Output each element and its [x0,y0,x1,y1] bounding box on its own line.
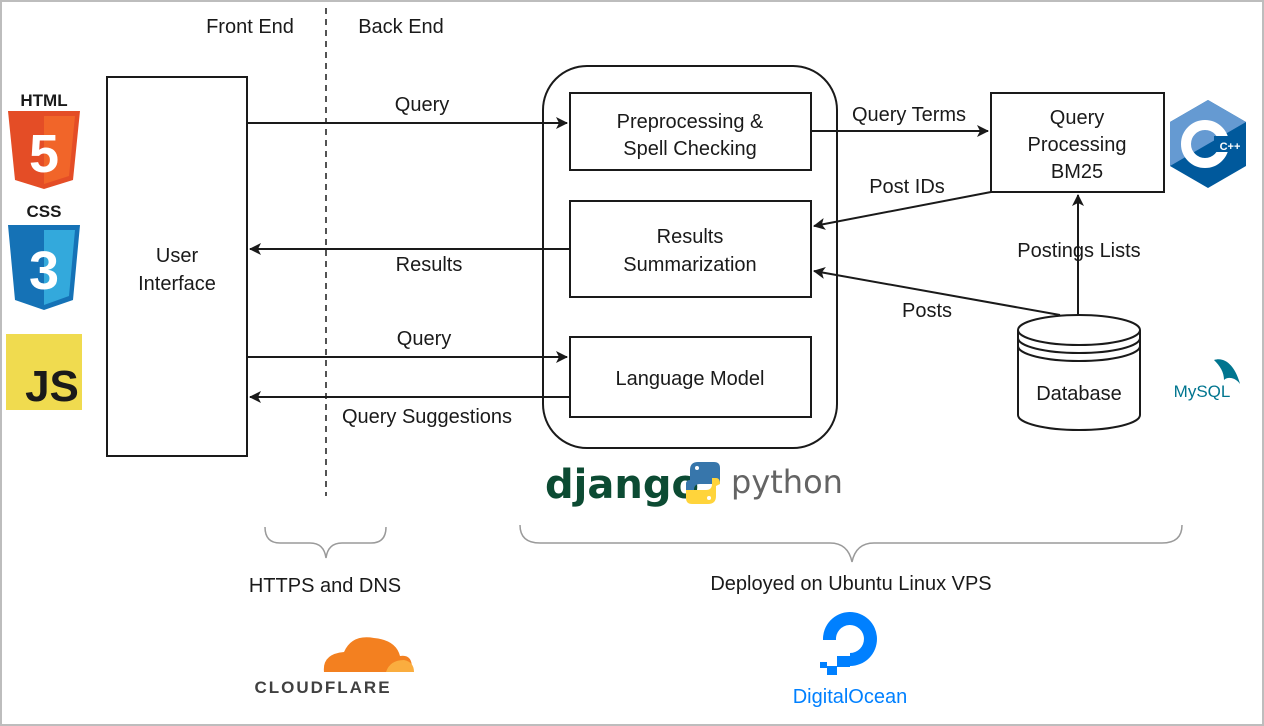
posts-label: Posts [902,300,952,322]
query-suggestions-label: Query Suggestions [342,406,512,428]
frontend-brace [264,526,387,559]
svg-text:HTML: HTML [20,91,67,110]
database-cylinder: Database [1017,314,1141,431]
svg-text:CLOUDFLARE: CLOUDFLARE [254,678,391,697]
cpp-logo: C++ [1170,100,1246,188]
query-terms-label: Query Terms [852,104,966,126]
query-label-bottom: Query [397,328,451,350]
django-logo: django [545,462,699,508]
query-processing-box: Query Processing BM25 [990,92,1165,193]
svg-text:Processing: Processing [1028,134,1127,156]
svg-text:Database: Database [1036,383,1122,405]
language-model-box: Language Model [569,336,812,418]
front-end-header: Front End [206,16,294,38]
javascript-logo: JS [6,334,82,411]
back-end-header: Back End [358,16,444,38]
cloudflare-logo: CLOUDFLARE [254,637,414,697]
svg-text:DigitalOcean: DigitalOcean [793,686,908,708]
arrow-post-ids [813,191,992,230]
user-interface-box: User Interface [106,76,248,457]
postings-lists-label: Postings Lists [1017,240,1140,262]
svg-text:Preprocessing &: Preprocessing & [617,111,764,133]
python-logo: python [686,462,843,504]
query-label-top: Query [395,94,449,116]
svg-text:3: 3 [29,241,59,301]
svg-text:User: User [156,245,199,267]
post-ids-label: Post IDs [869,176,945,198]
django-app-container [542,65,838,449]
svg-text:Spell Checking: Spell Checking [623,138,756,160]
mysql-logo: MySQL [1174,359,1240,401]
svg-text:JS: JS [25,362,79,411]
arrow-posts [813,267,1061,316]
preprocessing-box: Preprocessing & Spell Checking [569,92,812,171]
svg-text:5: 5 [29,124,59,184]
svg-text:C++: C++ [1220,141,1241,153]
svg-text:Interface: Interface [138,273,216,295]
html5-logo: HTML 5 [8,91,80,189]
svg-text:Results: Results [657,226,724,248]
css3-logo: CSS 3 [8,202,80,310]
svg-text:Summarization: Summarization [623,254,756,276]
svg-text:Language Model: Language Model [615,368,764,390]
results-summarization-box: Results Summarization [569,200,812,298]
backend-brace [519,524,1183,563]
https-dns-label: HTTPS and DNS [249,575,401,597]
digitalocean-logo: DigitalOcean [793,612,908,708]
results-label: Results [396,254,463,276]
svg-text:django: django [545,462,699,508]
svg-text:MySQL: MySQL [1174,382,1231,401]
svg-text:CSS: CSS [27,202,62,221]
svg-text:Query: Query [1050,107,1104,129]
deployment-label: Deployed on Ubuntu Linux VPS [710,573,991,595]
svg-text:BM25: BM25 [1051,161,1103,183]
svg-text:python: python [731,463,843,501]
